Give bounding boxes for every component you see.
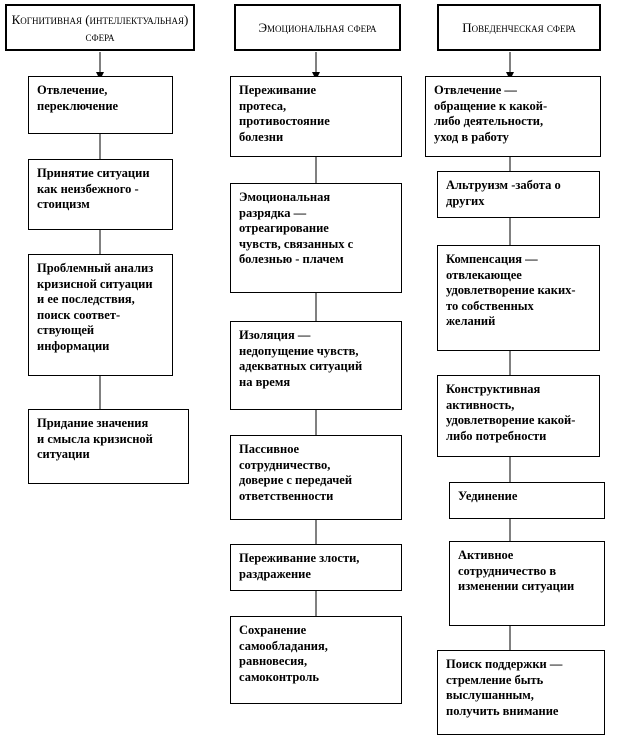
behavioral-item-solitude: Уединение — [449, 482, 605, 519]
behavioral-item-constructive-activity: Конструктивная активность, удовлетворени… — [437, 375, 600, 457]
header-behavioral-text: Поведенческая сфера — [462, 20, 576, 35]
behavioral-item-distraction: Отвлечение — обращение к какой- либо дея… — [425, 76, 601, 157]
emotional-item-passive-cooperation: Пассивное сотрудничество, доверие с пере… — [230, 435, 402, 520]
header-emotional: Эмоциональная сфера — [234, 4, 401, 51]
cognitive-item-problem-analysis: Проблемный анализ кризисной ситуации и е… — [28, 254, 173, 376]
header-cognitive: Когнитивная (интеллектуальная) сфера — [5, 4, 195, 51]
behavioral-item-active-cooperation: Активное сотрудничество в изменении ситу… — [449, 541, 605, 626]
emotional-item-discharge: Эмоциональная разрядка — отреагирование … — [230, 183, 402, 293]
header-emotional-text: Эмоциональная сфера — [258, 20, 377, 35]
cognitive-item-distraction: Отвлечение, переключение — [28, 76, 173, 134]
emotional-item-protest: Переживание протеса, противостояние боле… — [230, 76, 402, 157]
emotional-item-self-control: Сохранение самообладания, равновесия, са… — [230, 616, 402, 704]
behavioral-item-seeking-support: Поиск поддержки — стремление быть выслуш… — [437, 650, 605, 735]
header-cognitive-text: Когнитивная (интеллектуальная) сфера — [11, 11, 189, 44]
emotional-item-isolation: Изоляция — недопущение чувств, адекватны… — [230, 321, 402, 410]
behavioral-item-altruism: Альтруизм -забота о других — [437, 171, 600, 218]
behavioral-item-compensation: Компенсация — отвлекающее удовлетворение… — [437, 245, 600, 351]
emotional-item-anger: Переживание злости, раздражение — [230, 544, 402, 591]
cognitive-item-acceptance: Принятие ситуации как неизбежного - стои… — [28, 159, 173, 230]
header-behavioral: Поведенческая сфера — [437, 4, 601, 51]
cognitive-item-meaning: Придание значения и смысла кризисной сит… — [28, 409, 189, 484]
